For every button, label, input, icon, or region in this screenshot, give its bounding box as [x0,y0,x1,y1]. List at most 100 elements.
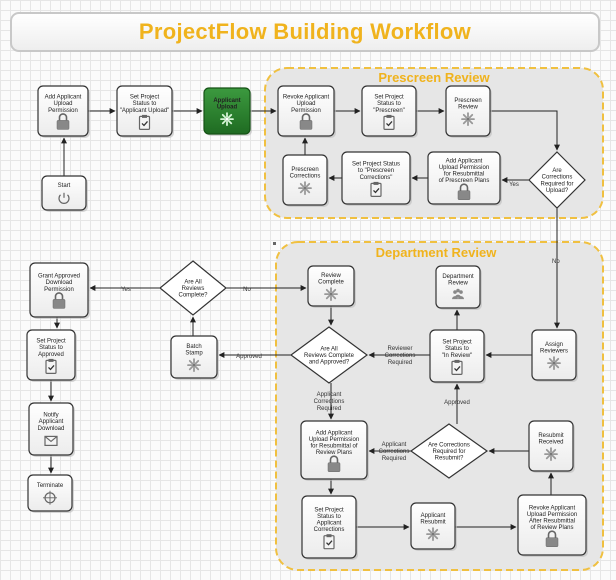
mail-icon [44,435,58,446]
node-label: Notify [43,413,58,419]
lock-icon [457,183,471,200]
node-label: Start [58,183,71,189]
decision-label: and Approved? [309,360,350,366]
edge-label-applicant-corrections-left: Corrections [314,399,345,405]
node-label: Revoke Applicant [529,505,576,511]
lock-icon [327,455,341,472]
people-icon [452,288,464,300]
node-label: for Resubmittal [444,172,484,178]
node-label: Add Applicant [446,158,483,164]
target-icon [43,490,57,505]
gear-icon [461,112,475,126]
node-label: Upload [217,105,238,111]
node-label: Assign [545,342,563,348]
decision-label: Reviews [182,286,205,292]
node-label: Reviewers [540,349,568,355]
clip-icon [370,181,382,197]
gear-icon [547,356,561,371]
node-label: "Applicant Upload" [120,108,170,114]
node-label: Download [46,280,73,286]
node-label: Applicant [317,521,342,527]
edge-review-to-decision [490,110,560,151]
node-label: of Review Plans [530,525,573,531]
node-label: Grant Approved [38,274,80,280]
node-label: Department [442,274,474,280]
node-label: Permission [291,108,321,114]
node-label: Applicant [421,513,446,519]
edge-label-applicant-corrections-left: Required [317,406,341,412]
node-label: After Resubmittal [529,519,575,525]
connection-dot [273,242,276,245]
node-label: Upload Permission [439,165,489,171]
node-label: Applicant [213,98,240,104]
node-label: Set Project [442,340,472,346]
node-label: Upload Permission [309,437,359,443]
gear-icon [298,181,312,196]
decision-label: Are All [320,346,337,352]
node-label: Set Project [374,95,404,101]
clip-icon [451,359,463,375]
node-label: Add Applicant [316,430,353,436]
node-label: "Prescreen" [373,108,405,114]
edge-label-applicant-corrections-left: Applicant [317,392,342,398]
edge-label-no-all-complete: No [243,287,251,293]
clip-icon [45,358,57,374]
edge-label-approved-in-review: Approved [444,400,470,406]
node-label: Permission [44,287,74,293]
node-label: "In Review" [442,353,473,359]
diagram-title: ProjectFlow Building Workflow [138,19,472,44]
edge-label-reviewer-corrections: Reviewer [387,346,412,352]
decision-label: Are All [184,279,201,285]
edge-label-reviewer-corrections: Required [388,360,412,366]
clip-icon [323,534,335,550]
node-start: Start [41,175,88,212]
node-label: Resubmit [538,433,564,439]
edge-label-applicant-corrections-mid: Required [382,456,406,462]
gear-icon [187,358,201,373]
node-label: of Prescreen Plans [439,178,490,184]
node-label: Set Project [130,95,160,101]
node-label: Permission [48,108,78,114]
diagram-title-box: ProjectFlow Building Workflow [10,12,600,52]
node-label: Add Applicant [45,95,82,101]
node-label: for Resubmittal of [310,444,357,450]
node-label: Stamp [185,351,203,357]
decision-label: Are [552,168,562,174]
edge-label-yes-prescreen: Yes [509,182,519,188]
node-label: Revoke Applicant [283,95,330,101]
node-label: Set Project Status [352,162,400,168]
group-department-review: Department Review [275,241,604,571]
edge-label-yes-all-complete: Yes [121,287,131,293]
node-label: Corrections" [360,175,393,181]
power-icon [58,192,70,204]
gear-icon [544,447,558,462]
decision-label: Required for [432,449,465,455]
node-label: Set Project [314,507,344,513]
node-label: Corrections [314,527,345,533]
edge-label-applicant-corrections-mid: Applicant [382,442,407,448]
node-label: Received [538,440,563,446]
decision-label: Corrections [542,175,573,181]
node-label: Terminate [37,483,64,489]
node-terminate: Terminate [27,474,74,513]
decision-label: Resubmit? [435,456,464,462]
group-department-label: Department Review [376,245,498,260]
group-prescreen-label: Prescreen Review [378,70,490,85]
